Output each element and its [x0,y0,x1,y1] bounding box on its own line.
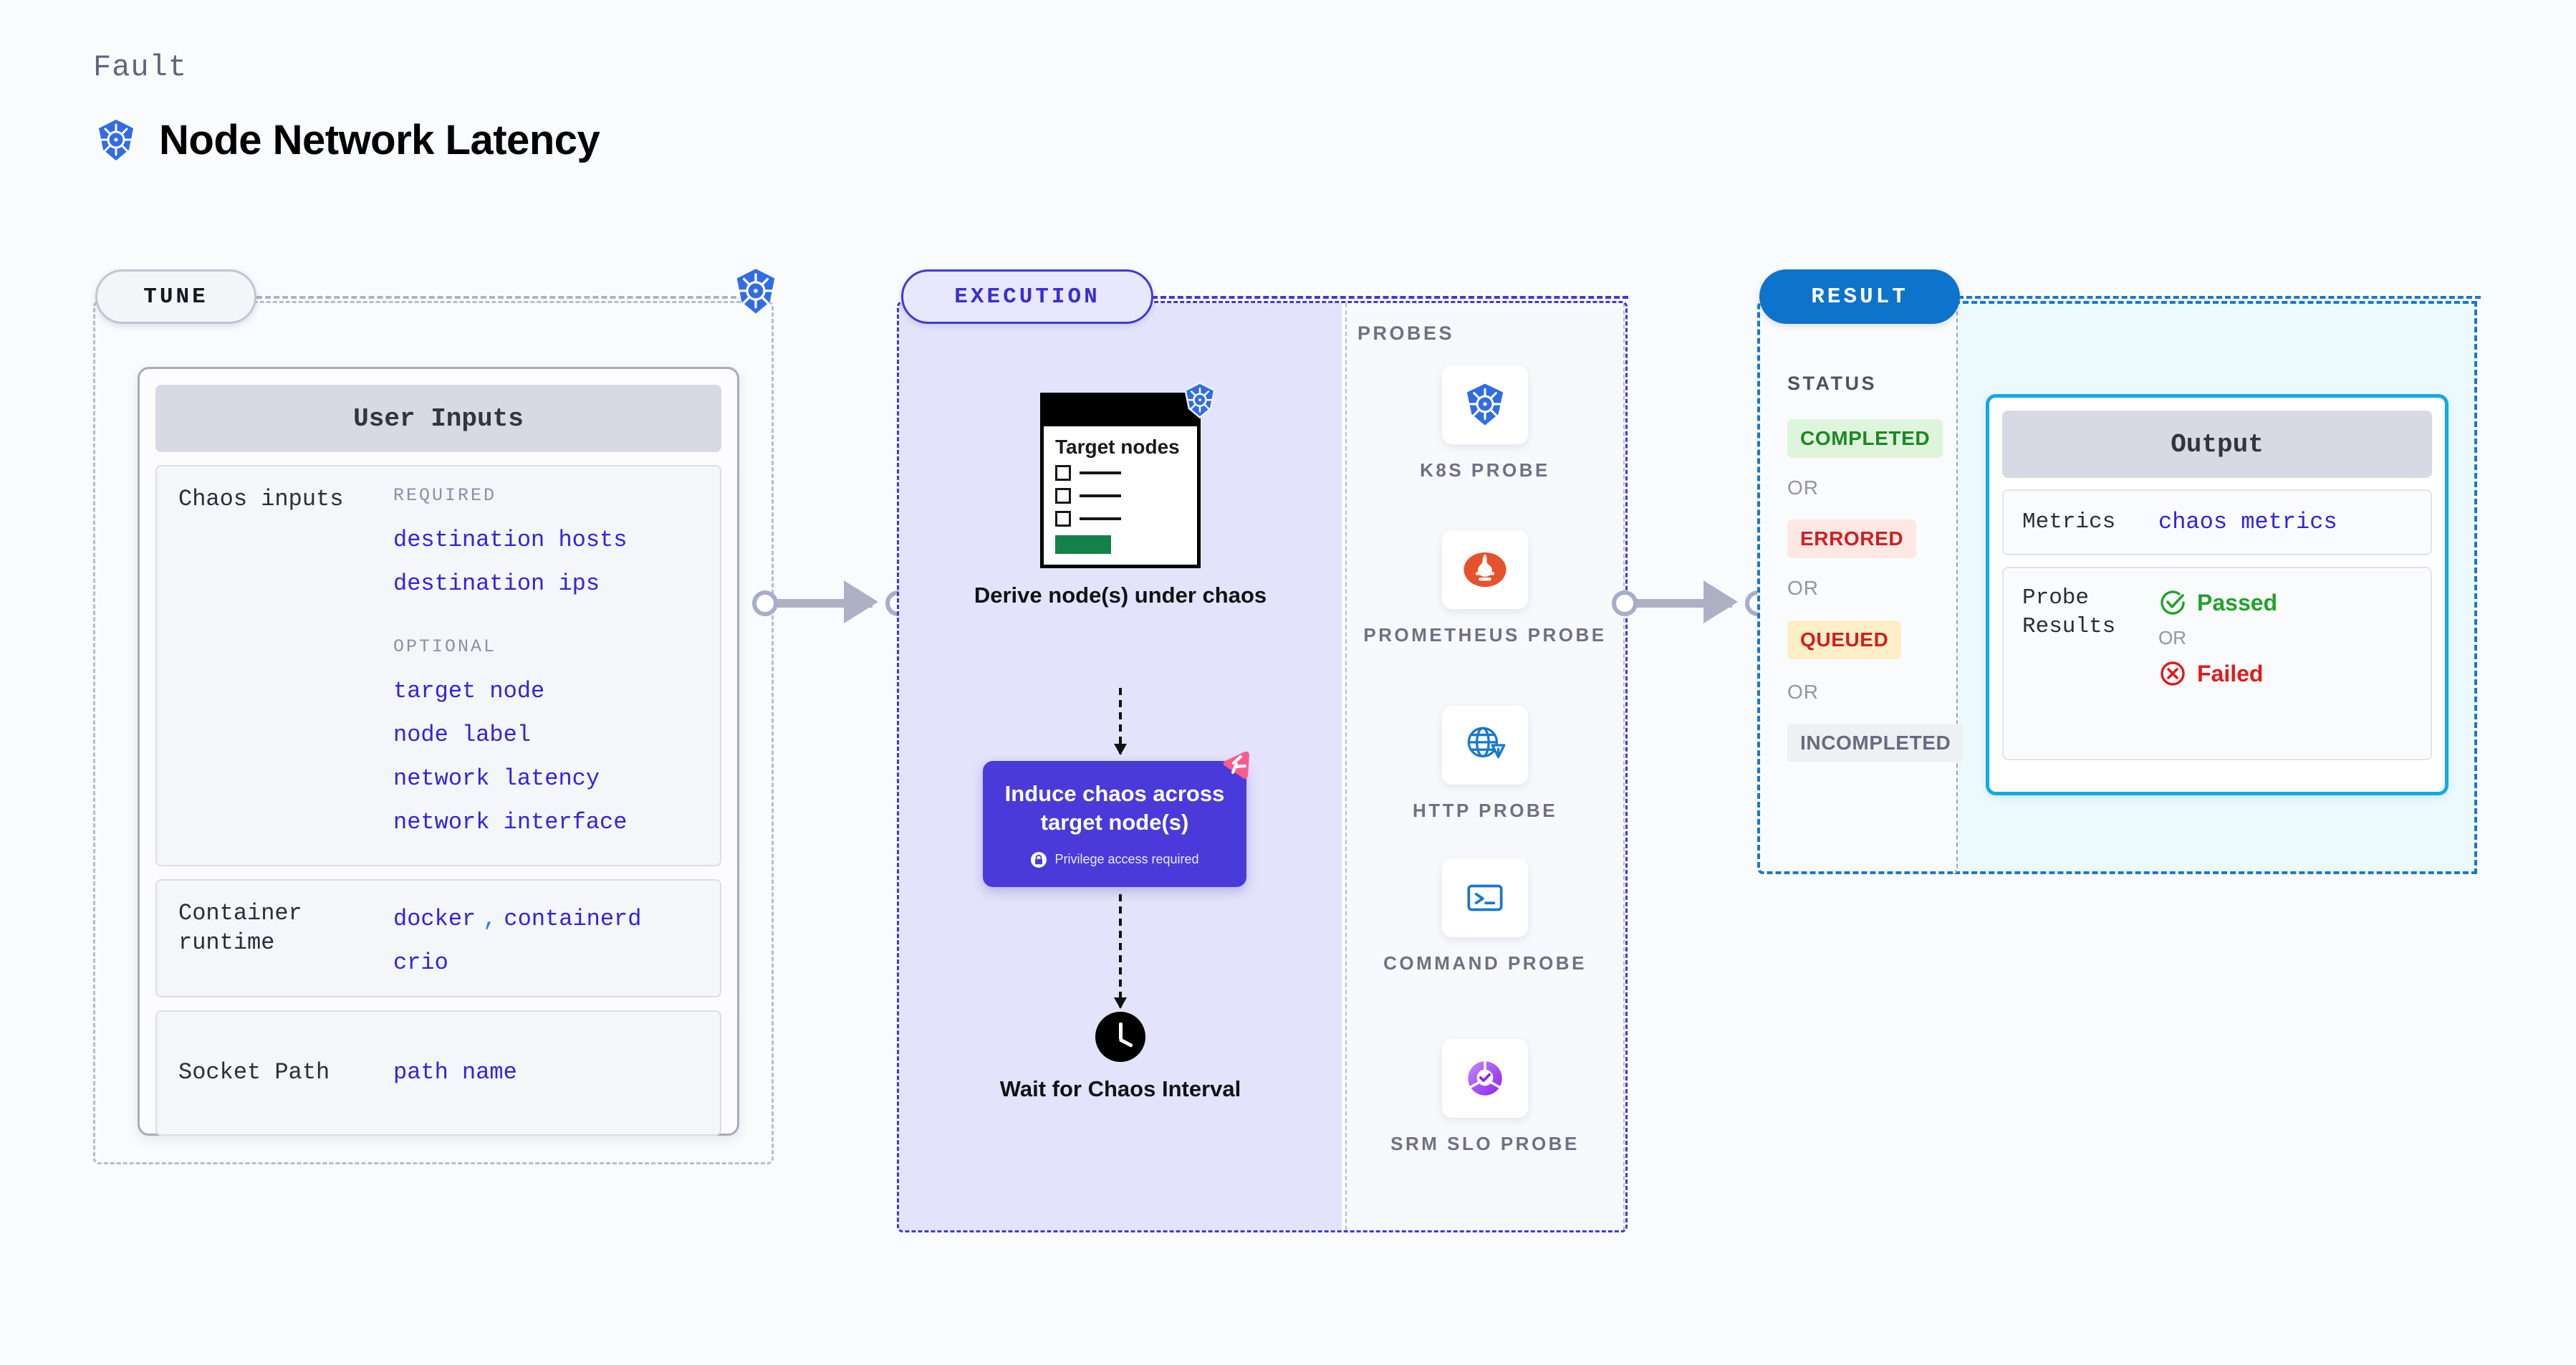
output-card: Output Metrics chaos metrics Probe Resul… [1986,394,2448,795]
check-circle-icon [2158,588,2187,617]
runtime-containerd[interactable]: containerd [504,906,642,932]
derive-nodes-title: Derive node(s) under chaos [974,583,1267,608]
socket-path-row: Socket Path path name [155,1010,721,1136]
list-line [1080,471,1121,475]
flow-arrow-2 [1114,894,1127,1009]
execution-step-induce-chaos[interactable]: Induce chaos across target node(s) Privi… [983,761,1246,887]
probe-result-or: OR [2158,627,2186,648]
socket-path-value[interactable]: path name [393,1059,517,1086]
probe-result-failed: Failed [2158,659,2277,688]
x-circle-icon [2158,659,2187,688]
execution-step-wait-interval: Wait for Chaos Interval [899,1012,1342,1103]
kubernetes-icon [1442,365,1528,444]
runtime-docker[interactable]: docker [393,906,476,932]
terminal-icon [1442,858,1528,937]
input-network-interface[interactable]: network interface [393,808,628,835]
socket-path-label: Socket Path [178,1059,330,1086]
container-runtime-row: Container runtime docker , containerd cr… [155,879,721,997]
required-heading: REQUIRED [393,485,497,506]
checkbox-icon [1055,488,1071,504]
result-stage-pill[interactable]: RESULT [1759,269,1960,324]
prometheus-icon [1442,530,1528,609]
result-stage-panel [1757,301,1958,874]
input-destination-hosts[interactable]: destination hosts [393,527,628,553]
checkbox-icon [1055,465,1071,482]
chaos-inputs-label: Chaos inputs [178,486,344,512]
list-line [1080,494,1121,498]
execution-leader-line [1152,296,1628,299]
kubernetes-icon [1181,381,1219,420]
probe-label-k8s: K8S PROBE [1420,459,1550,481]
checkbox-icon [1055,511,1071,527]
probe-item-srm-slo[interactable]: SRM SLO PROBE [1345,1039,1625,1156]
status-badge-completed: COMPLETED [1787,419,1943,458]
probe-result-passed: Passed [2158,588,2277,617]
input-destination-ips[interactable]: destination ips [393,570,600,597]
status-badge-queued: QUEUED [1787,621,1902,659]
progress-bar [1055,535,1111,555]
flow-arrow-1 [1114,688,1127,755]
probe-item-http[interactable]: HTTP PROBE [1345,706,1625,823]
execution-stage-pill[interactable]: EXECUTION [901,269,1153,324]
runtime-crio[interactable]: crio [393,949,448,976]
privilege-note: Privilege access required [1030,851,1199,868]
user-inputs-card: User Inputs Chaos inputs REQUIRED destin… [138,367,739,1136]
srm-slo-icon [1442,1039,1528,1118]
status-or-1: OR [1787,476,1819,499]
target-nodes-card: Target nodes [1040,393,1201,568]
user-inputs-title: User Inputs [155,385,721,452]
probe-results-label: Probe Results [2022,585,2116,640]
page-header: Fault Node Network Latency [93,50,600,164]
fault-eyebrow: Fault [93,50,188,85]
probe-item-k8s[interactable]: K8S PROBE [1345,365,1625,483]
execution-step-derive-nodes: Target nodes Derive node(s) un [899,382,1342,610]
container-runtime-label: Container runtime [178,900,302,956]
input-target-node[interactable]: target node [393,677,545,704]
induce-chaos-title: Induce chaos across target node(s) [1004,781,1225,835]
status-title: STATUS [1787,373,1877,394]
wait-interval-title: Wait for Chaos Interval [999,1076,1241,1101]
optional-heading: OPTIONAL [393,636,497,657]
probe-label-srm-slo: SRM SLO PROBE [1390,1133,1580,1154]
input-network-latency[interactable]: network latency [393,765,600,792]
probe-label-prometheus: PROMETHEUS PROBE [1363,624,1607,646]
lock-icon [1030,851,1047,868]
output-card-title: Output [2002,411,2432,478]
tune-stage-pill[interactable]: TUNE [95,269,256,324]
probe-results-row: Probe Results Passed OR [2002,567,2432,760]
probes-title: PROBES [1357,322,1455,344]
execution-stage-panel [897,301,1628,1232]
status-badge-errored: ERRORED [1787,519,1917,558]
metrics-row: Metrics chaos metrics [2002,489,2432,555]
passed-label: Passed [2197,589,2278,616]
harness-chaos-icon [1212,744,1256,788]
card-titlebar [1044,396,1197,426]
probe-item-command[interactable]: COMMAND PROBE [1345,858,1625,976]
chaos-inputs-row: Chaos inputs REQUIRED destination hosts … [155,465,721,866]
privilege-note-text: Privilege access required [1054,852,1199,867]
target-nodes-card-title: Target nodes [1055,436,1180,458]
tune-leader-line [256,296,736,299]
status-or-3: OR [1787,681,1819,703]
metrics-value[interactable]: chaos metrics [2158,509,2337,535]
input-node-label[interactable]: node label [393,721,532,748]
kubernetes-icon [93,118,139,163]
probe-label-http: HTTP PROBE [1412,800,1558,821]
clock-icon [1095,1012,1145,1062]
connector-execution-to-result [1612,580,1771,623]
kubernetes-icon [731,267,781,317]
probe-item-prometheus[interactable]: PROMETHEUS PROBE [1345,530,1625,648]
connector-tune-to-execution [752,580,911,623]
http-globe-warning-icon [1442,706,1528,785]
probe-label-command: COMMAND PROBE [1383,952,1587,974]
status-or-2: OR [1787,577,1819,599]
list-line [1080,517,1121,521]
status-badge-incompleted: INCOMPLETED [1787,724,1964,762]
page-title: Node Network Latency [159,117,600,163]
metrics-label: Metrics [2022,509,2116,535]
runtime-separator: , [483,906,497,932]
failed-label: Failed [2197,660,2264,686]
result-leader-line [1958,296,2481,299]
